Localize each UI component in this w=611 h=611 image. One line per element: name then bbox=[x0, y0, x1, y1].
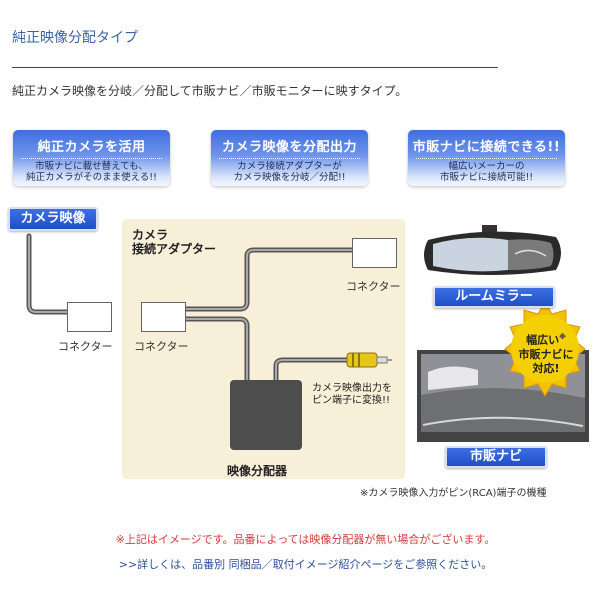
connector-label: コネクター bbox=[58, 340, 113, 353]
room-mirror-label: ルームミラー bbox=[433, 286, 555, 308]
feature-card-genuine-camera: 純正カメラを活用 市販ナビに載せ替えても、 純正カメラがそのまま使える!! bbox=[13, 130, 170, 186]
conversion-note-line: カメラ映像出力を bbox=[312, 383, 392, 394]
feature-body-line: カメラ映像を分岐／分配!! bbox=[233, 172, 346, 183]
conversion-note-line: ピン端子に変換!! bbox=[312, 395, 391, 406]
title-divider bbox=[12, 67, 498, 68]
intro-text: 純正カメラ映像を分岐／分配して市販ナビ／市販モニターに映すタイプ。 bbox=[12, 84, 408, 98]
adapter-title: カメラ 接続アダプター bbox=[132, 228, 216, 256]
badge-line: 市販ナビに対応! bbox=[518, 347, 574, 375]
page-title: 純正映像分配タイプ bbox=[12, 30, 138, 46]
badge-line: 幅広い bbox=[526, 333, 560, 347]
feature-body-line: 市販ナビに載せ替えても、 bbox=[35, 161, 148, 172]
aftermarket-navi-label: 市販ナビ bbox=[445, 446, 547, 468]
room-mirror-icon bbox=[424, 225, 561, 275]
splitter-label: 映像分配器 bbox=[227, 464, 288, 478]
adapter-title-line: 接続アダプター bbox=[132, 242, 217, 256]
connector-camera-side bbox=[67, 302, 112, 332]
feature-heading: 市販ナビに接続できる!! bbox=[412, 140, 561, 155]
connector-label: コネクター bbox=[346, 280, 401, 293]
rca-plug-icon bbox=[346, 352, 392, 368]
dotted-divider bbox=[416, 158, 557, 159]
feature-body-line: 幅広いメーカーの bbox=[448, 161, 525, 172]
starburst-badge-icon bbox=[504, 301, 586, 397]
adapter-title-line: カメラ bbox=[132, 228, 169, 242]
feature-body-line: 市販ナビに接続可能!! bbox=[439, 172, 534, 183]
feature-body-line: カメラ接続アダプターが bbox=[237, 161, 342, 172]
connector-adapter-input bbox=[141, 302, 186, 332]
video-splitter bbox=[230, 380, 302, 450]
connector-label: コネクター bbox=[134, 340, 189, 353]
camera-image-label: カメラ映像 bbox=[8, 207, 98, 231]
feature-body-line: 純正カメラがそのまま使える!! bbox=[26, 172, 157, 183]
badge-text: 幅広い※ 市販ナビに対応! bbox=[515, 330, 577, 376]
disclaimer-note: ※上記はイメージです。品番によっては映像分配器が無い場合がございます。 bbox=[115, 533, 496, 546]
conversion-note: カメラ映像出力を ピン端子に変換!! bbox=[312, 383, 392, 407]
dotted-divider bbox=[219, 158, 360, 159]
details-link[interactable]: >>詳しくは、品番別 同梱品／取付イメージ紹介ページをご参照ください。 bbox=[118, 558, 493, 571]
dotted-divider bbox=[21, 158, 162, 159]
badge-mark: ※ bbox=[559, 333, 566, 341]
feature-heading: 純正カメラを活用 bbox=[37, 140, 146, 155]
rca-note: ※カメラ映像入力がピン(RCA)端子の機種 bbox=[360, 488, 547, 499]
feature-card-aftermarket-navi: 市販ナビに接続できる!! 幅広いメーカーの 市販ナビに接続可能!! bbox=[408, 130, 565, 186]
feature-card-distribution: カメラ映像を分配出力 カメラ接続アダプターが カメラ映像を分岐／分配!! bbox=[211, 130, 368, 186]
feature-heading: カメラ映像を分配出力 bbox=[221, 140, 357, 155]
connector-adapter-output bbox=[352, 238, 397, 268]
